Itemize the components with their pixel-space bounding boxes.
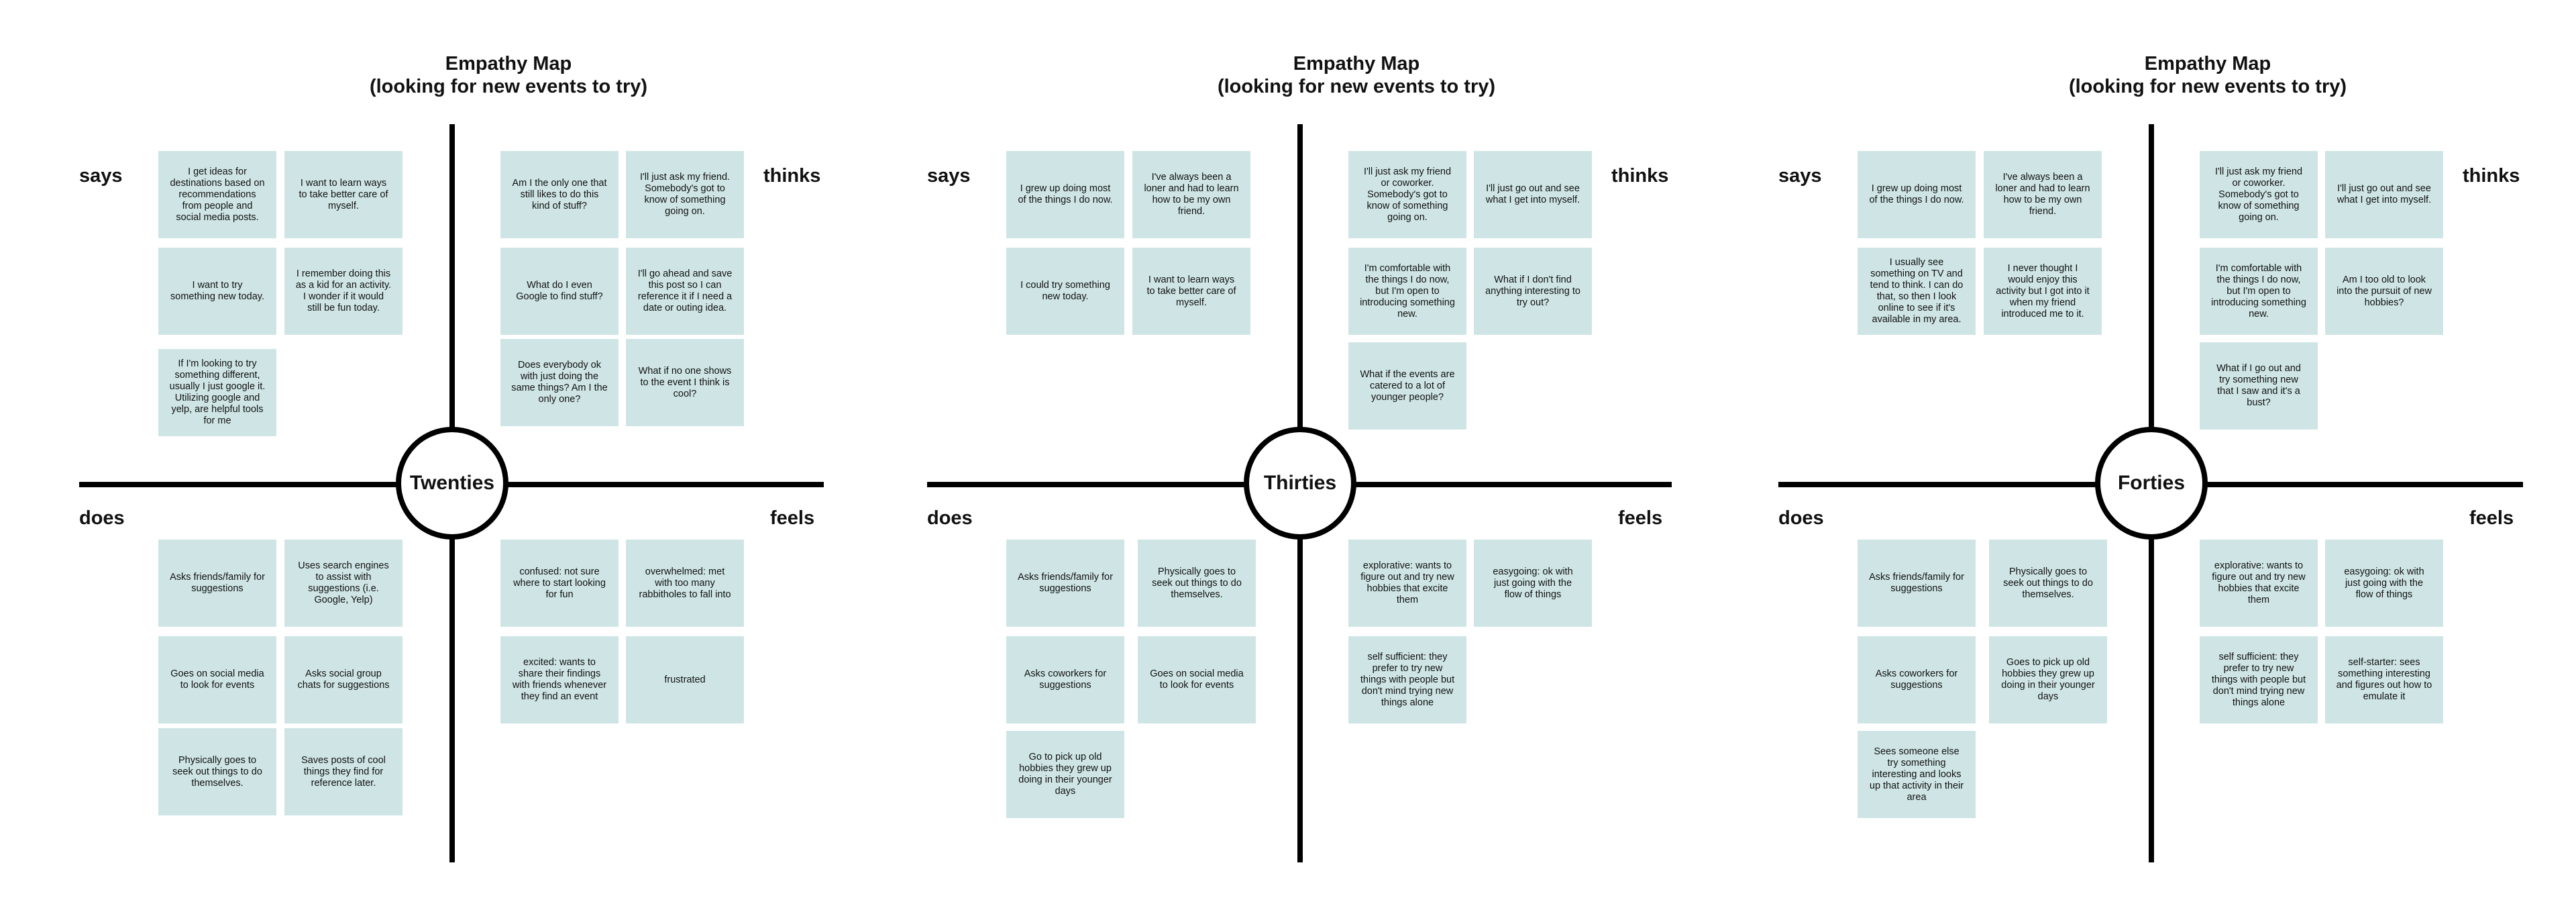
says-note: I want to learn ways to take better care… [284,151,402,238]
does-note: Asks coworkers for suggestions [1006,636,1124,723]
feels-note: frustrated [626,636,744,723]
says-note: If I'm looking to try something differen… [158,349,276,436]
thinks-label: thinks [2463,165,2520,187]
map-title-line2: (looking for new events to try) [1217,76,1496,97]
does-note: Asks social group chats for suggestions [284,636,402,723]
does-note: Saves posts of cool things they find for… [284,728,402,815]
thinks-note: Am I the only one that still likes to do… [500,151,619,238]
says-note: I want to learn ways to take better care… [1132,248,1250,335]
center-circle: Forties [2095,427,2208,540]
feels-note: explorative: wants to figure out and try… [1348,540,1466,627]
thinks-note: I'm comfortable with the things I do now… [1348,248,1466,335]
feels-note: self sufficient: they prefer to try new … [2200,636,2318,723]
does-note: Sees someone else try something interest… [1858,731,1976,818]
thinks-note: What if I don't find anything interestin… [1474,248,1592,335]
feels-note: self sufficient: they prefer to try new … [1348,636,1466,723]
empathy-map-twenties: Empathy Map (looking for new events to t… [79,0,938,902]
thinks-note: What do I even Google to find stuff? [500,248,619,335]
feels-note: explorative: wants to figure out and try… [2200,540,2318,627]
does-label: does [79,507,125,529]
map-title-line1: Empathy Map [445,53,572,74]
center-label: Thirties [1263,472,1337,494]
does-note: Asks friends/family for suggestions [1006,540,1124,627]
says-label: says [927,165,971,187]
center-label: Twenties [409,472,495,494]
thinks-label: thinks [1611,165,1669,187]
map-title: Empathy Map (looking for new events to t… [79,52,938,98]
does-note: Goes on social media to look for events [158,636,276,723]
says-note: I've always been a loner and had to lear… [1984,151,2102,238]
empathy-map-forties: Empathy Map (looking for new events to t… [1778,0,2576,902]
thinks-note: Am I too old to look into the pursuit of… [2325,248,2443,335]
says-label: says [1778,165,1822,187]
feels-label: feels [2469,507,2514,529]
feels-label: feels [770,507,815,529]
thinks-note: What if I go out and try something new t… [2200,342,2318,430]
center-label: Forties [2117,472,2186,494]
thinks-label: thinks [763,165,821,187]
center-circle: Thirties [1244,427,1356,540]
does-note: Physically goes to seek out things to do… [1989,540,2107,627]
feels-note: self-starter: sees something interesting… [2325,636,2443,723]
says-note: I grew up doing most of the things I do … [1006,151,1124,238]
does-note: Asks coworkers for suggestions [1858,636,1976,723]
thinks-note: I'll just go out and see what I get into… [1474,151,1592,238]
thinks-note: I'll just ask my friend or coworker. Som… [2200,151,2318,238]
feels-note: easygoing: ok with just going with the f… [1474,540,1592,627]
says-note: I want to try something new today. [158,248,276,335]
map-title: Empathy Map (looking for new events to t… [1778,52,2576,98]
empathy-map-thirties: Empathy Map (looking for new events to t… [927,0,1786,902]
feels-note: overwhelmed: met with too many rabbithol… [626,540,744,627]
says-note: I grew up doing most of the things I do … [1858,151,1976,238]
does-note: Goes on social media to look for events [1138,636,1256,723]
does-note: Goes to pick up old hobbies they grew up… [1989,636,2107,723]
does-note: Physically goes to seek out things to do… [158,728,276,815]
feels-note: easygoing: ok with just going with the f… [2325,540,2443,627]
thinks-note: What if no one shows to the event I thin… [626,339,744,426]
map-title: Empathy Map (looking for new events to t… [927,52,1786,98]
says-note: I get ideas for destinations based on re… [158,151,276,238]
map-title-line1: Empathy Map [1293,53,1420,74]
thinks-note: I'm comfortable with the things I do now… [2200,248,2318,335]
does-label: does [927,507,973,529]
says-note: I usually see something on TV and tend t… [1858,248,1976,335]
center-circle: Twenties [396,427,508,540]
thinks-note: I'll just ask my friend. Somebody's got … [626,151,744,238]
says-label: says [79,165,123,187]
thinks-note: I'll go ahead and save this post so I ca… [626,248,744,335]
map-title-line2: (looking for new events to try) [369,76,648,97]
feels-note: confused: not sure where to start lookin… [500,540,619,627]
map-title-line1: Empathy Map [2144,53,2271,74]
does-label: does [1778,507,1824,529]
feels-label: feels [1618,507,1663,529]
map-title-line2: (looking for new events to try) [2068,76,2347,97]
says-note: I could try something new today. [1006,248,1124,335]
does-note: Asks friends/family for suggestions [158,540,276,627]
thinks-note: I'll just ask my friend or coworker. Som… [1348,151,1466,238]
says-note: I remember doing this as a kid for an ac… [284,248,402,335]
does-note: Uses search engines to assist with sugge… [284,540,402,627]
does-note: Asks friends/family for suggestions [1858,540,1976,627]
does-note: Go to pick up old hobbies they grew up d… [1006,731,1124,818]
does-note: Physically goes to seek out things to do… [1138,540,1256,627]
says-note: I've always been a loner and had to lear… [1132,151,1250,238]
feels-note: excited: wants to share their findings w… [500,636,619,723]
thinks-note: I'll just go out and see what I get into… [2325,151,2443,238]
thinks-note: What if the events are catered to a lot … [1348,342,1466,430]
thinks-note: Does everybody ok with just doing the sa… [500,339,619,426]
says-note: I never thought I would enjoy this activ… [1984,248,2102,335]
